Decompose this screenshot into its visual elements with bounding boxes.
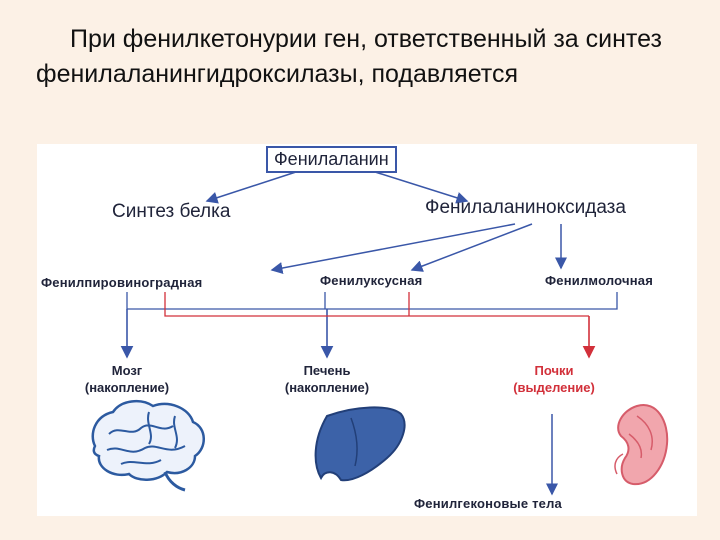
organ-name: Почки: [534, 363, 574, 378]
red-collector: [164, 292, 589, 317]
product-ketone-bodies: Фенилгеконовые тела: [414, 496, 562, 511]
branch-phenylalanine-oxidase: Фенилаланиноксидаза: [425, 197, 626, 218]
organ-note: (выделение): [513, 380, 595, 395]
brain-icon: [91, 399, 205, 492]
arrow-oxidase-to-acetic: [410, 223, 533, 272]
organ-brain-label: Мозг (накопление): [77, 362, 177, 396]
liver-icon: [314, 406, 406, 482]
organ-note: (накопление): [284, 380, 370, 395]
product-phenyllactic: Фенилмолочная: [545, 273, 654, 288]
arrow-oxidase-to-pyruvic: [270, 223, 516, 274]
root-phenylalanine: Фенилаланин: [266, 146, 397, 173]
kidney-icon: [614, 404, 669, 486]
product-phenylpyruvic: Фенилпировиноградная: [41, 275, 203, 290]
organ-name: Печень: [303, 363, 351, 378]
organ-note: (накопление): [84, 380, 170, 395]
arrow-root-to-protein: [205, 170, 300, 204]
branch-protein-synthesis: Синтез белка: [112, 201, 231, 222]
organ-kidneys-label: Почки (выделение): [504, 362, 604, 396]
arrow-root-to-oxidase: [371, 170, 469, 204]
blue-collector: [126, 292, 618, 310]
organ-liver-label: Печень (накопление): [277, 362, 377, 396]
organ-name: Мозг: [111, 363, 143, 378]
slide-heading: При фенилкетонурии ген, ответственный за…: [36, 25, 662, 88]
pathway-diagram: Фенилаланин Синтез белка Фенилаланинокси…: [37, 144, 697, 516]
diagram-connectors: [91, 170, 669, 496]
product-phenylacetic: Фенилуксусная: [320, 273, 423, 288]
